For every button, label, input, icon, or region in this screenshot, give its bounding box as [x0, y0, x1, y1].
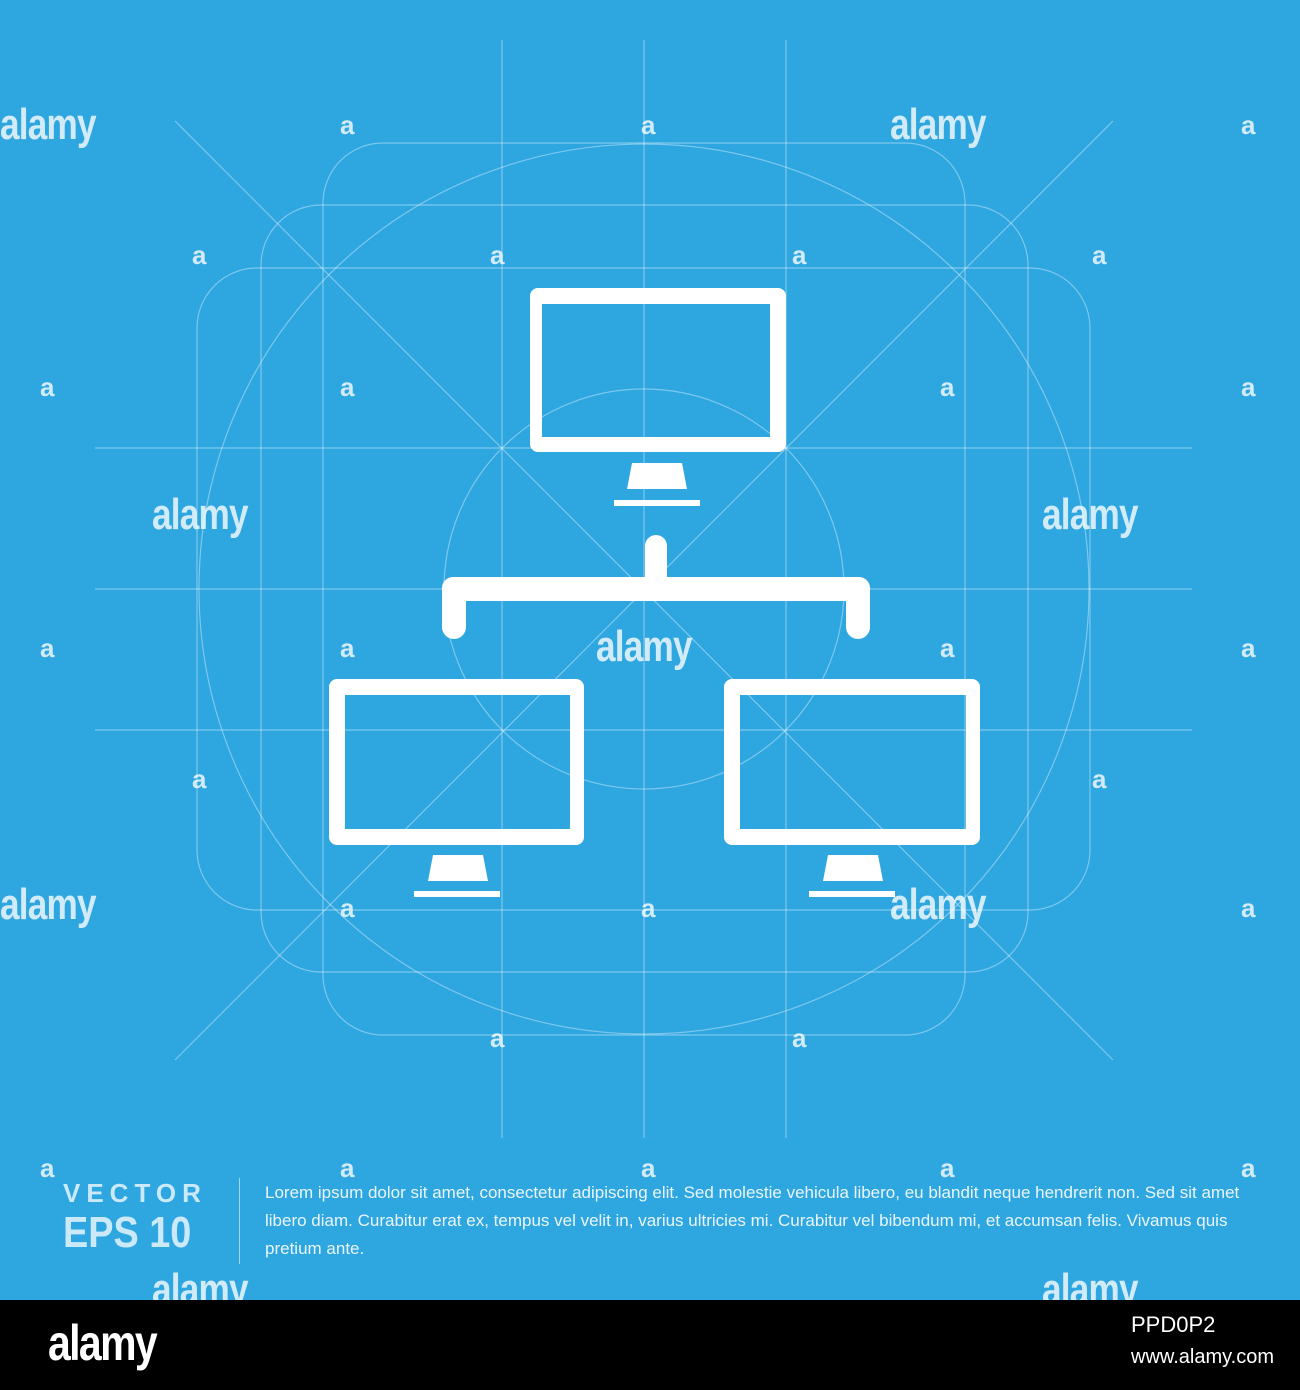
footer: VECTOR EPS 10 Lorem ipsum dolor sit amet… — [0, 1160, 1300, 1280]
watermark-letter: a — [1241, 893, 1256, 923]
watermark-letter: a — [1092, 240, 1107, 270]
watermark-letter: a — [490, 1023, 505, 1053]
bottom-bar: alamy PPD0P2 www.alamy.com — [0, 1300, 1300, 1390]
watermark-letter: a — [40, 372, 55, 402]
watermark-letter: a — [641, 893, 656, 923]
watermark-letter: a — [940, 372, 955, 402]
watermark-letter: a — [641, 110, 656, 140]
watermark-text: alamy — [890, 100, 987, 149]
watermark-text: alamy — [0, 100, 97, 149]
watermark-letter: a — [940, 1153, 955, 1183]
watermark-letter: a — [340, 1153, 355, 1183]
watermark-letter: a — [340, 372, 355, 402]
watermark-text: alamy — [596, 622, 693, 671]
watermark-letter: a — [192, 240, 207, 270]
watermark-letter: a — [641, 1153, 656, 1183]
watermark-letter: a — [490, 240, 505, 270]
watermark-letter: a — [192, 764, 207, 794]
watermark-text: alamy — [152, 490, 249, 539]
watermark-letter: a — [1241, 633, 1256, 663]
watermark-letter: a — [340, 633, 355, 663]
watermark-text: alamy — [1042, 1265, 1139, 1300]
watermark-letter: a — [792, 1023, 807, 1053]
watermark-letter: a — [40, 1153, 55, 1183]
watermark-text: alamy — [890, 880, 987, 929]
watermark-letter: a — [1092, 764, 1107, 794]
footer-text: Lorem ipsum dolor sit amet, consectetur … — [265, 1183, 1240, 1258]
divider — [239, 1178, 240, 1264]
watermark-text: alamy — [1042, 490, 1139, 539]
watermark-letter: a — [340, 110, 355, 140]
eps-label: EPS 10 — [63, 1208, 192, 1257]
alamy-logo: alamy — [48, 1315, 158, 1371]
monitor-icon — [530, 288, 786, 506]
watermark-letter: a — [1241, 1153, 1256, 1183]
watermark-text: alamy — [0, 880, 97, 929]
computer-network-icon — [329, 288, 980, 897]
monitor-icon — [329, 679, 584, 897]
image-id: PPD0P2 — [1131, 1312, 1216, 1337]
watermark-letter: a — [340, 893, 355, 923]
watermark-text: alamy — [152, 1265, 249, 1300]
watermark-letter: a — [1241, 372, 1256, 402]
monitor-icon — [724, 679, 980, 897]
vector-label: VECTOR — [63, 1178, 207, 1208]
site-url: www.alamy.com — [1131, 1346, 1274, 1368]
watermark-letter: a — [1241, 110, 1256, 140]
network-connector — [442, 535, 870, 639]
artwork-area: alamy a a alamy a a a a a a a a a alamy … — [0, 0, 1300, 1300]
watermark-letter: a — [940, 633, 955, 663]
watermark-letter: a — [40, 633, 55, 663]
watermark-letter: a — [792, 240, 807, 270]
